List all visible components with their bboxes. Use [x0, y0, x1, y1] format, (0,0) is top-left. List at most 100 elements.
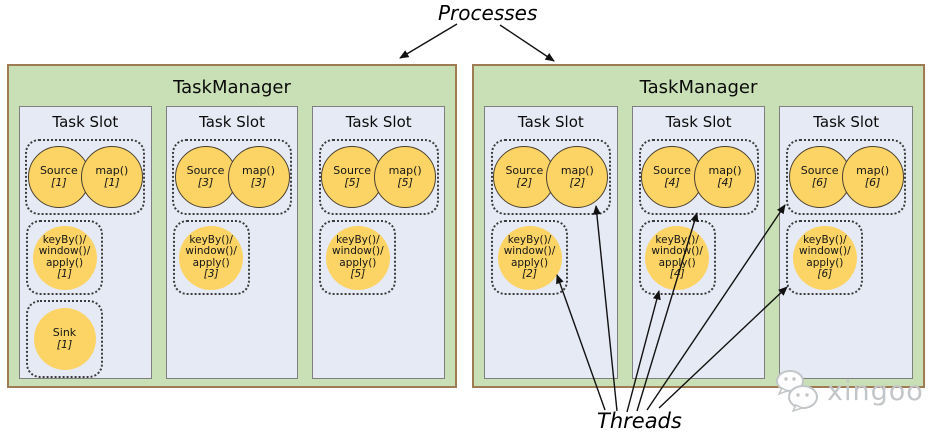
map-operator: map() [5]: [374, 146, 437, 208]
operator-parallel-index: [1]: [57, 268, 72, 280]
threads-label: Threads: [597, 409, 682, 433]
operator-parallel-index: [1]: [56, 338, 73, 351]
wechat-bubbles-icon: [776, 370, 818, 412]
operator-label: keyBy()/: [42, 233, 87, 246]
operator-label: window()/: [799, 245, 851, 257]
map-operator: map() [4]: [694, 146, 756, 208]
operator-parallel-index: [6]: [811, 176, 828, 189]
operator-parallel-index: [4]: [664, 176, 680, 189]
source-map-group: Source [4] map() [4]: [638, 139, 759, 215]
map-operator: map() [1]: [80, 146, 143, 208]
task-slot-5: Task Slot Source [4] map() [4] keyBy()/ …: [631, 106, 766, 379]
operator-parallel-index: [2]: [569, 176, 586, 189]
task-slot-title: Task Slot: [199, 113, 265, 131]
processes-label: Processes: [438, 1, 538, 25]
process-arrow-right: [499, 24, 555, 62]
map-operator: map() [2]: [546, 146, 609, 208]
operator-label: window()/: [38, 245, 91, 257]
task-slot-4: Task Slot Source [2] map() [2] keyBy()/ …: [484, 106, 618, 379]
operator-label: Source: [653, 164, 691, 177]
operator-label: window()/: [651, 245, 703, 257]
keyby-operator: keyBy()/ window()/ apply() [6]: [792, 225, 857, 290]
source-operator: Source [1]: [27, 146, 90, 208]
operator-label: map(): [95, 164, 129, 177]
task-slot-title: Task Slot: [665, 113, 732, 131]
operator-label: map(): [856, 164, 890, 177]
map-operator: map() [6]: [841, 146, 904, 208]
task-slot-title: Task Slot: [517, 113, 584, 131]
watermark-text: xingoo: [827, 375, 924, 407]
task-slot-title: Task Slot: [813, 113, 880, 131]
sink-operator: Sink [1]: [33, 308, 96, 370]
source-operator: Source [6]: [788, 146, 851, 208]
source-map-group: Source [3] map() [3]: [172, 139, 292, 215]
sink-group: Sink [1]: [26, 300, 103, 378]
task-slot-1: Task Slot Source [1] map() [1] keyBy()/ …: [19, 106, 152, 379]
operator-parallel-index: [2]: [516, 176, 533, 189]
operator-parallel-index: [6]: [817, 268, 833, 280]
slots-row: Task Slot Source [2] map() [2] keyBy()/ …: [474, 106, 923, 379]
operator-label: apply(): [45, 256, 84, 269]
operator-label: apply(): [510, 256, 549, 269]
source-operator: Source [3]: [174, 146, 237, 208]
source-operator: Source [4]: [641, 146, 703, 208]
operator-label: keyBy()/: [189, 233, 233, 246]
task-slot-3: Task Slot Source [5] map() [5] keyBy()/ …: [312, 106, 446, 379]
process-arrow-left: [399, 23, 458, 59]
keyby-group: keyBy()/ window()/ apply() [6]: [786, 220, 864, 295]
operator-label: window()/: [185, 245, 237, 257]
operator-parallel-index: [5]: [397, 176, 413, 189]
keyby-group: keyBy()/ window()/ apply() [4]: [638, 220, 716, 295]
operator-label: apply(): [192, 256, 230, 269]
source-operator: Source [2]: [493, 146, 556, 208]
operator-parallel-index: [2]: [522, 268, 537, 280]
keyby-operator: keyBy()/ window()/ apply() [2]: [497, 225, 562, 290]
task-slot-6: Task Slot Source [6] map() [6] keyBy()/ …: [779, 106, 914, 379]
operator-label: window()/: [332, 245, 384, 257]
keyby-group: keyBy()/ window()/ apply() [1]: [26, 220, 103, 295]
watermark: xingoo: [772, 370, 924, 412]
keyby-group: keyBy()/ window()/ apply() [5]: [319, 220, 397, 295]
source-operator: Source [5]: [321, 146, 384, 208]
keyby-operator: keyBy()/ window()/ apply() [1]: [32, 225, 97, 290]
task-slot-2: Task Slot Source [3] map() [3] keyBy()/ …: [165, 106, 299, 379]
taskmanager-title: TaskManager: [639, 77, 758, 98]
keyby-group: keyBy()/ window()/ apply() [2]: [491, 220, 568, 295]
source-map-group: Source [1] map() [1]: [25, 139, 146, 215]
operator-parallel-index: [3]: [197, 176, 214, 189]
operator-parallel-index: [3]: [203, 268, 219, 280]
operator-parallel-index: [4]: [717, 176, 733, 189]
operator-label: map(): [388, 164, 422, 177]
keyby-group: keyBy()/ window()/ apply() [3]: [172, 220, 250, 295]
operator-label: Source: [186, 164, 225, 177]
operator-label: Sink: [52, 326, 77, 339]
operator-parallel-index: [6]: [864, 176, 881, 189]
operator-label: Source: [505, 164, 544, 177]
operator-parallel-index: [1]: [104, 176, 120, 189]
operator-label: Source: [800, 164, 839, 177]
keyby-operator: keyBy()/ window()/ apply() [3]: [179, 225, 244, 290]
operator-label: map(): [560, 164, 594, 177]
slots-row: Task Slot Source [1] map() [1] keyBy()/ …: [9, 106, 455, 379]
map-operator: map() [3]: [227, 146, 290, 208]
operator-label: Source: [333, 164, 372, 177]
operator-label: keyBy()/: [336, 233, 380, 246]
operator-label: keyBy()/: [507, 233, 552, 246]
source-map-group: Source [5] map() [5]: [318, 139, 439, 215]
operator-label: keyBy()/: [803, 233, 847, 246]
source-map-group: Source [6] map() [6]: [786, 139, 907, 215]
operator-parallel-index: [5]: [344, 176, 360, 189]
operator-parallel-index: [4]: [669, 268, 685, 280]
keyby-operator: keyBy()/ window()/ apply() [4]: [645, 225, 710, 290]
taskmanager-right: TaskManager Task Slot Source [2] map() […: [472, 64, 925, 388]
operator-label: apply(): [806, 256, 844, 269]
operator-parallel-index: [3]: [250, 176, 267, 189]
operator-label: map(): [708, 164, 742, 177]
operator-label: Source: [39, 164, 78, 177]
task-slot-title: Task Slot: [52, 113, 119, 131]
operator-label: map(): [241, 164, 276, 177]
operator-parallel-index: [1]: [51, 176, 67, 189]
taskmanager-left: TaskManager Task Slot Source [1] map() […: [7, 64, 457, 388]
operator-label: apply(): [339, 256, 377, 269]
